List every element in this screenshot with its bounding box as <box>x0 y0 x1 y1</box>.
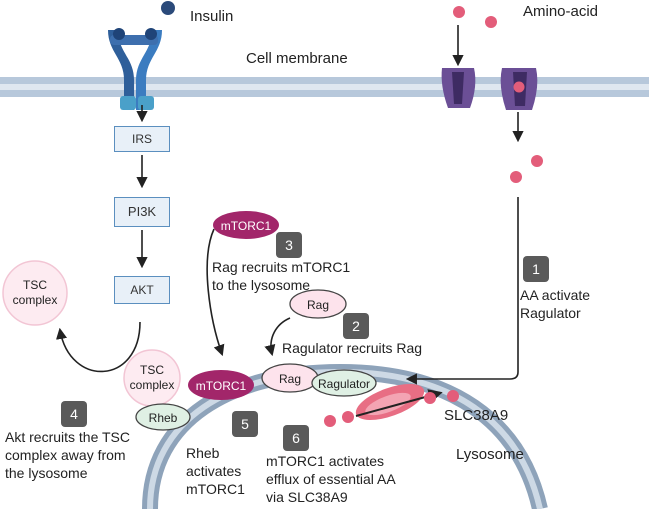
svg-text:Rag: Rag <box>279 372 301 386</box>
rag-lysosomal: Rag <box>261 363 319 393</box>
slc38a9-label: SLC38A9 <box>444 407 509 424</box>
step-4-text-line-3: the lysosome <box>5 465 88 481</box>
tsc-complex-lysosomal: TSC complex <box>123 349 181 407</box>
aa-transporter-1 <box>441 68 476 108</box>
step-5-badge: 5 <box>232 411 258 437</box>
step-1-text-line-2: Ragulator <box>520 305 581 321</box>
mtorc1-lysosomal: mTORC1 <box>188 370 254 400</box>
step-2-text: Ragulator recruits Rag <box>282 340 423 356</box>
svg-text:Rheb: Rheb <box>149 411 178 425</box>
rheb: Rheb <box>135 403 191 431</box>
step-5-text-line-1: Rheb <box>186 445 220 461</box>
step-6-text-line-2: efflux of essential AA <box>266 471 396 487</box>
step-5-text-line-2: activates <box>186 463 242 479</box>
svg-text:mTORC1: mTORC1 <box>196 379 247 393</box>
amino-acids-inside <box>510 155 543 183</box>
cell-membrane-label: Cell membrane <box>246 50 348 67</box>
arrow-rag-recruitment <box>264 317 291 357</box>
step-4-text-line-2: complex away from <box>5 447 126 463</box>
step-1-badge: 1 <box>523 256 549 282</box>
step-6-badge: 6 <box>283 425 309 451</box>
amino-acids-efflux <box>324 390 459 427</box>
step-2-badge: 2 <box>343 313 369 339</box>
ragulator: Ragulator <box>311 369 377 397</box>
amino-acids-outside <box>453 6 497 28</box>
aa-transporter-2 <box>500 68 538 110</box>
insulin-receptor <box>108 28 162 110</box>
arrow-mtorc1-recruitment <box>206 228 225 357</box>
svg-text:mTORC1: mTORC1 <box>221 219 272 233</box>
tsc-complex-cytosolic: TSC complex <box>2 260 68 326</box>
arrow-aa-ragulator <box>405 197 519 385</box>
mtorc1-cytosolic: mTORC1 <box>213 211 279 239</box>
svg-text:complex: complex <box>13 293 58 307</box>
step-3-text-line-2: to the lysosome <box>212 277 311 293</box>
step-3-text-line-1: Rag recruits mTORC1 <box>212 259 351 275</box>
pi3k-box: PI3K <box>114 197 170 227</box>
svg-text:Rag: Rag <box>307 298 329 312</box>
svg-text:Ragulator: Ragulator <box>318 377 370 391</box>
cell-membrane <box>0 77 649 97</box>
svg-text:TSC: TSC <box>140 363 164 377</box>
rag-cytosolic: Rag <box>289 289 347 319</box>
step-4-badge: 4 <box>61 401 87 427</box>
step-6-text-line-1: mTORC1 activates <box>266 453 384 469</box>
svg-text:TSC: TSC <box>23 278 47 292</box>
arrow-akt-tsc <box>56 321 141 373</box>
step-1-text-line-1: AA activate <box>520 287 591 303</box>
step-3-badge: 3 <box>276 232 302 258</box>
step-6-text-line-3: via SLC38A9 <box>266 489 348 505</box>
insulin-molecule <box>161 1 175 15</box>
lysosome-label: Lysosome <box>456 446 524 463</box>
step-5-text-line-3: mTORC1 <box>186 481 245 497</box>
step-4-text-line-1: Akt recruits the TSC <box>5 429 131 445</box>
amino-acid-label: Amino-acid <box>523 3 599 20</box>
insulin-label: Insulin <box>190 8 234 25</box>
irs-box: IRS <box>114 126 170 152</box>
akt-box: AKT <box>114 276 170 304</box>
svg-text:complex: complex <box>130 378 175 392</box>
